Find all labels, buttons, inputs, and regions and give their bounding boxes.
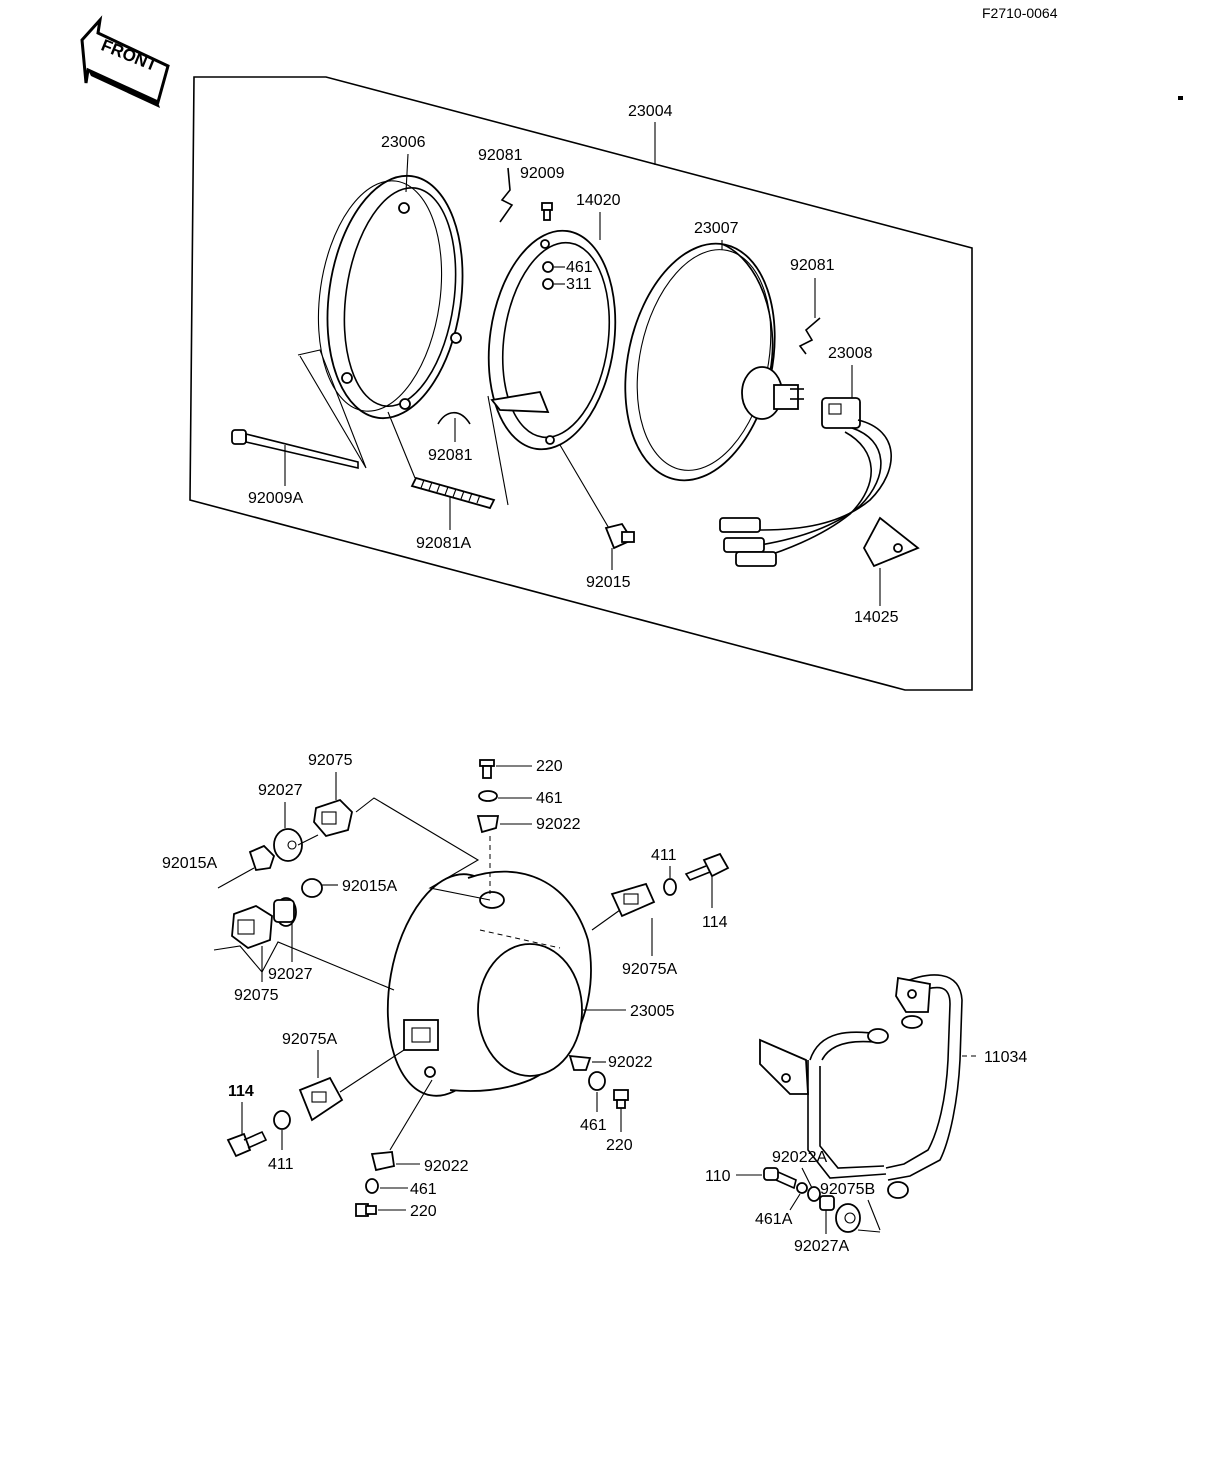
grommet-92075B	[835, 1203, 861, 1233]
spring-92081-right	[798, 317, 821, 355]
washer-92022A	[807, 1186, 821, 1202]
label-220-top: 220	[536, 758, 563, 775]
headlight-inner-ring	[487, 229, 617, 451]
washer-461-bot	[365, 1178, 379, 1194]
label-92075-top: 92075	[308, 752, 353, 769]
label-92075-bot: 92075	[234, 987, 279, 1004]
label-92081-mid: 92081	[428, 447, 473, 464]
label-92075B: 92075B	[820, 1181, 875, 1198]
label-461-top: 461	[536, 790, 563, 807]
label-92027-bot: 92027	[268, 966, 313, 983]
washer-461-mid	[588, 1071, 606, 1091]
label-92022-top: 92022	[536, 816, 581, 833]
washer-461A	[796, 1182, 808, 1194]
label-23007: 23007	[694, 220, 739, 237]
margin-mark	[1178, 96, 1183, 100]
grommet-92022-top	[476, 815, 500, 834]
grommet-92022-bot	[370, 1151, 396, 1172]
label-411-left: 411	[268, 1156, 294, 1173]
washer-461-top	[478, 790, 498, 802]
spring-92081-top	[499, 167, 514, 223]
spring-92081-mid	[437, 411, 471, 425]
label-92015A-right: 92015A	[342, 878, 397, 895]
grommet-92075A-left	[298, 1076, 344, 1122]
grommet-92075-bot	[231, 905, 273, 950]
sealed-beam-unit	[624, 242, 804, 482]
label-23004: 23004	[628, 103, 673, 120]
label-23005: 23005	[630, 1003, 675, 1020]
grommet-92075A-right	[610, 882, 656, 918]
label-92027-top: 92027	[258, 782, 303, 799]
label-110: 110	[705, 1168, 731, 1185]
drawing-code: F2710-0064	[982, 5, 1058, 21]
label-92009: 92009	[520, 165, 565, 182]
label-114-right: 114	[702, 914, 728, 931]
screw-220-bot	[355, 1203, 377, 1217]
headlight-bracket-11034	[759, 974, 963, 1199]
collar-92027A	[819, 1195, 835, 1211]
label-411-right: 411	[651, 847, 677, 864]
bulb-socket	[719, 397, 892, 567]
label-461-bot: 461	[410, 1181, 437, 1198]
nut-311	[542, 278, 554, 290]
label-220-bot: 220	[410, 1203, 437, 1220]
label-92009A: 92009A	[248, 490, 303, 507]
label-23008: 23008	[828, 345, 873, 362]
washer-461-inner	[542, 261, 554, 273]
label-92027A: 92027A	[794, 1238, 849, 1255]
label-92022A: 92022A	[772, 1149, 827, 1166]
grommet-92022-mid	[568, 1054, 592, 1071]
screw-220-mid	[613, 1089, 629, 1109]
label-92081-right: 92081	[790, 257, 835, 274]
label-92075A-left: 92075A	[282, 1031, 337, 1048]
label-14020: 14020	[576, 192, 621, 209]
label-461-inner: 461	[566, 259, 593, 276]
screw-220-top	[479, 759, 495, 779]
adjuster-nut-92015	[604, 522, 635, 550]
headlight-assembly-box	[189, 76, 973, 691]
label-92081A: 92081A	[416, 535, 471, 552]
headlight-rim	[317, 174, 464, 420]
grommet-92075-top	[313, 798, 353, 838]
screw-92009	[541, 202, 553, 221]
label-92081-top: 92081	[478, 147, 523, 164]
label-220-mid: 220	[606, 1137, 633, 1154]
bolt-110	[763, 1167, 797, 1190]
label-114-left: 114	[228, 1083, 254, 1100]
label-461A: 461A	[755, 1211, 793, 1228]
washer-411-right	[663, 878, 677, 896]
label-92022-mid: 92022	[608, 1054, 653, 1071]
headlight-housing	[386, 870, 592, 1097]
label-92015: 92015	[586, 574, 631, 591]
cable-clamp-14025	[862, 516, 920, 568]
bolt-114-right	[684, 852, 730, 881]
nut-92015A-right	[301, 878, 323, 898]
front-arrow-icon: FRONT	[80, 15, 170, 108]
label-11034: 11034	[984, 1049, 1027, 1066]
bolt-114-left	[226, 1130, 268, 1158]
label-92015A-left: 92015A	[162, 855, 217, 872]
label-92022-bot: 92022	[424, 1158, 469, 1175]
adjusting-bolt-92009A	[231, 429, 359, 470]
label-92075A-right: 92075A	[622, 961, 677, 978]
label-311: 311	[566, 276, 592, 293]
spring-92081A	[410, 476, 496, 510]
label-23006: 23006	[381, 134, 426, 151]
label-461-mid: 461	[580, 1117, 607, 1134]
label-14025: 14025	[854, 609, 899, 626]
washer-411-left	[273, 1110, 291, 1130]
nut-92015A-left	[248, 844, 276, 871]
